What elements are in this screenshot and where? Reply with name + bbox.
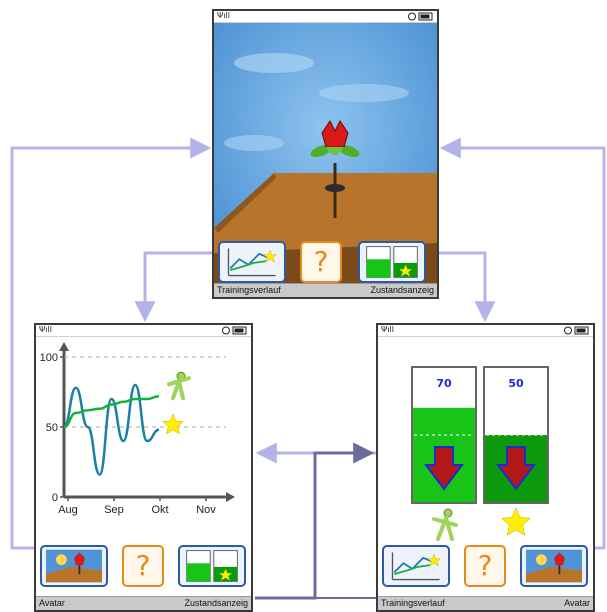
help-symbol: ? xyxy=(135,549,151,582)
avatar-figure-icon xyxy=(432,508,458,541)
y-tick-label: 0 xyxy=(52,492,58,504)
softkey-right[interactable]: Avatar xyxy=(564,598,590,608)
training-history-button[interactable] xyxy=(382,545,450,587)
training-history-button[interactable] xyxy=(218,241,286,283)
help-button[interactable]: ? xyxy=(122,545,164,587)
series-line-0 xyxy=(62,383,160,476)
softkey-left[interactable]: Avatar xyxy=(39,598,65,608)
status-display-button[interactable] xyxy=(358,241,426,283)
down-arrow-icon xyxy=(496,446,536,491)
softkey-right[interactable]: Zustandsanzeig xyxy=(370,285,434,295)
connector-left-to-right xyxy=(255,442,375,600)
down-arrow-icon xyxy=(424,446,464,491)
signal-icon: Ψıll xyxy=(39,325,52,334)
gauge-value-label: 70 xyxy=(436,377,452,390)
softkey-left[interactable]: Trainingsverlauf xyxy=(381,598,445,608)
softkey-bar: Avatar Zustandsanzeig xyxy=(36,596,251,610)
star-icon xyxy=(501,507,531,536)
battery-icon xyxy=(564,326,589,335)
status-display-button[interactable] xyxy=(178,545,246,587)
x-tick-label: Aug xyxy=(58,504,78,516)
status-bar: Ψıll xyxy=(378,325,593,337)
x-tick-label: Okt xyxy=(151,504,168,516)
world-view: ? xyxy=(214,23,437,297)
star-icon xyxy=(161,413,185,435)
connector-top-to-right xyxy=(436,251,496,323)
signal-icon: Ψıll xyxy=(381,325,394,334)
help-button[interactable]: ? xyxy=(464,545,506,587)
connector-top-to-left xyxy=(134,251,216,323)
avatar-button[interactable] xyxy=(40,545,108,587)
avatar-figure-icon xyxy=(167,371,191,401)
status-gauges: 70 50 xyxy=(411,366,549,541)
y-tick-label: 100 xyxy=(40,352,58,364)
status-bar: Ψıll xyxy=(214,11,437,23)
x-tick-label: Sep xyxy=(104,504,124,516)
help-symbol: ? xyxy=(313,245,329,278)
softkey-bar: Trainingsverlauf Avatar xyxy=(378,596,593,610)
floor-surface xyxy=(214,173,437,253)
series-line-1 xyxy=(63,394,160,429)
softkey-left[interactable]: Trainingsverlauf xyxy=(217,285,281,295)
connector-left-to-top xyxy=(10,137,212,550)
avatar-button[interactable] xyxy=(520,545,588,587)
help-symbol: ? xyxy=(477,549,493,582)
y-tick-label: 50 xyxy=(46,422,58,434)
status-gauges-view: 70 50 ? xyxy=(378,337,593,610)
phone-status-screen: Ψıll 70 50 ? xyxy=(376,323,595,612)
battery-icon xyxy=(408,12,433,21)
gauge-value-label: 50 xyxy=(508,377,524,390)
status-bar: Ψıll xyxy=(36,325,251,337)
help-button[interactable]: ? xyxy=(300,241,342,283)
x-tick-label: Nov xyxy=(196,504,216,516)
phone-world-screen: Ψıll xyxy=(212,9,439,299)
signal-icon: Ψıll xyxy=(217,11,230,20)
softkey-bar: Trainingsverlauf Zustandsanzeig xyxy=(214,283,437,297)
softkey-right[interactable]: Zustandsanzeig xyxy=(184,598,248,608)
connector-right-to-top xyxy=(439,137,606,550)
battery-icon xyxy=(222,326,247,335)
